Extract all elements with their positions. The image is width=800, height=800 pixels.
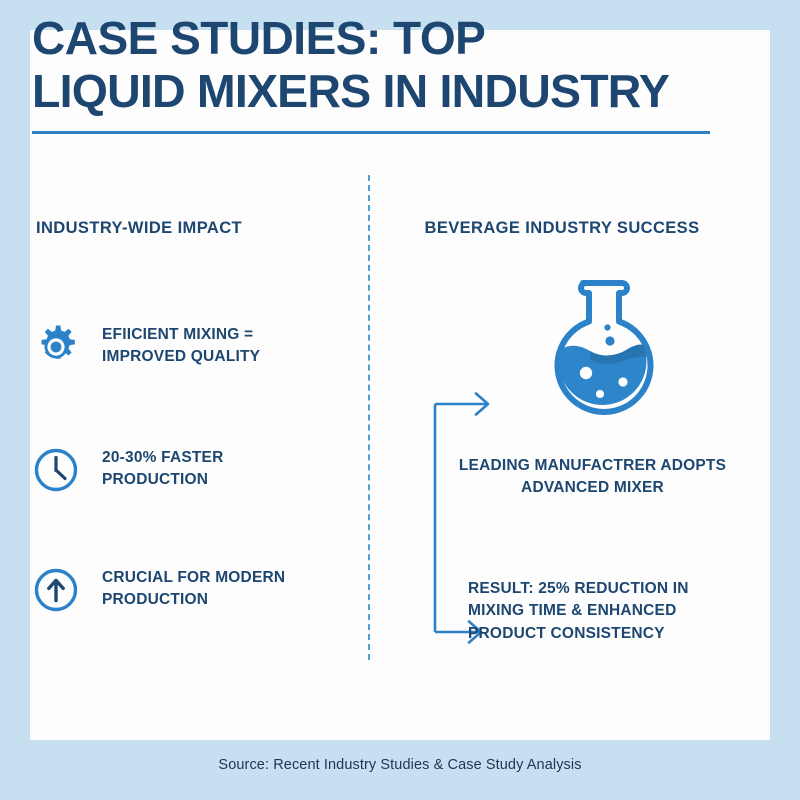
list-item: CRUCIAL FOR MODERN PRODUCTION (32, 563, 285, 614)
list-item-label: CRUCIAL FOR MODERN PRODUCTION (102, 563, 285, 612)
source-note: Source: Recent Industry Studies & Case S… (218, 757, 582, 773)
flask-icon (535, 265, 670, 415)
list-item-line-2: PRODUCTION (102, 471, 209, 489)
title-line-2: LIQUID MIXERS IN INDUSTRY (32, 65, 670, 118)
list-item-line-1: EFIICIENT MIXING = (102, 326, 254, 343)
list-item-label: EFIICIENT MIXING = IMPROVED QUALITY (102, 320, 260, 369)
list-item-line-2: PRODUCTION (102, 591, 209, 609)
clock-icon (32, 446, 80, 494)
flow-connector-arrows (425, 360, 495, 650)
gear-icon (32, 323, 80, 371)
right-column-heading: BEVERAGE INDUSTRY SUCCESS (424, 219, 700, 237)
page-title: CASE STUDIES: TOP LIQUID MIXERS IN INDUS… (32, 12, 712, 119)
title-line-1: CASE STUDIES: TOP (32, 12, 486, 64)
right-result-label: RESULT: 25% REDUCTION IN MIXING TIME & E… (468, 580, 689, 642)
right-step-label: LEADING MANUFACTRER ADOPTS ADVANCED MIXE… (458, 457, 727, 497)
list-item-label: 20-30% FASTER PRODUCTION (102, 443, 223, 492)
list-item-line-1: CRUCIAL FOR MODERN (102, 569, 286, 586)
list-item-line-2: IMPROVED QUALITY (102, 348, 261, 366)
list-item: 20-30% FASTER PRODUCTION (32, 443, 223, 494)
column-divider (368, 175, 370, 660)
list-item-line-1: 20-30% FASTER (102, 449, 224, 466)
list-item: EFIICIENT MIXING = IMPROVED QUALITY (32, 320, 260, 371)
title-underline-rule (32, 131, 710, 134)
up-arrow-circle-icon (32, 566, 80, 614)
left-column-heading: INDUSTRY-WIDE IMPACT (36, 219, 242, 237)
